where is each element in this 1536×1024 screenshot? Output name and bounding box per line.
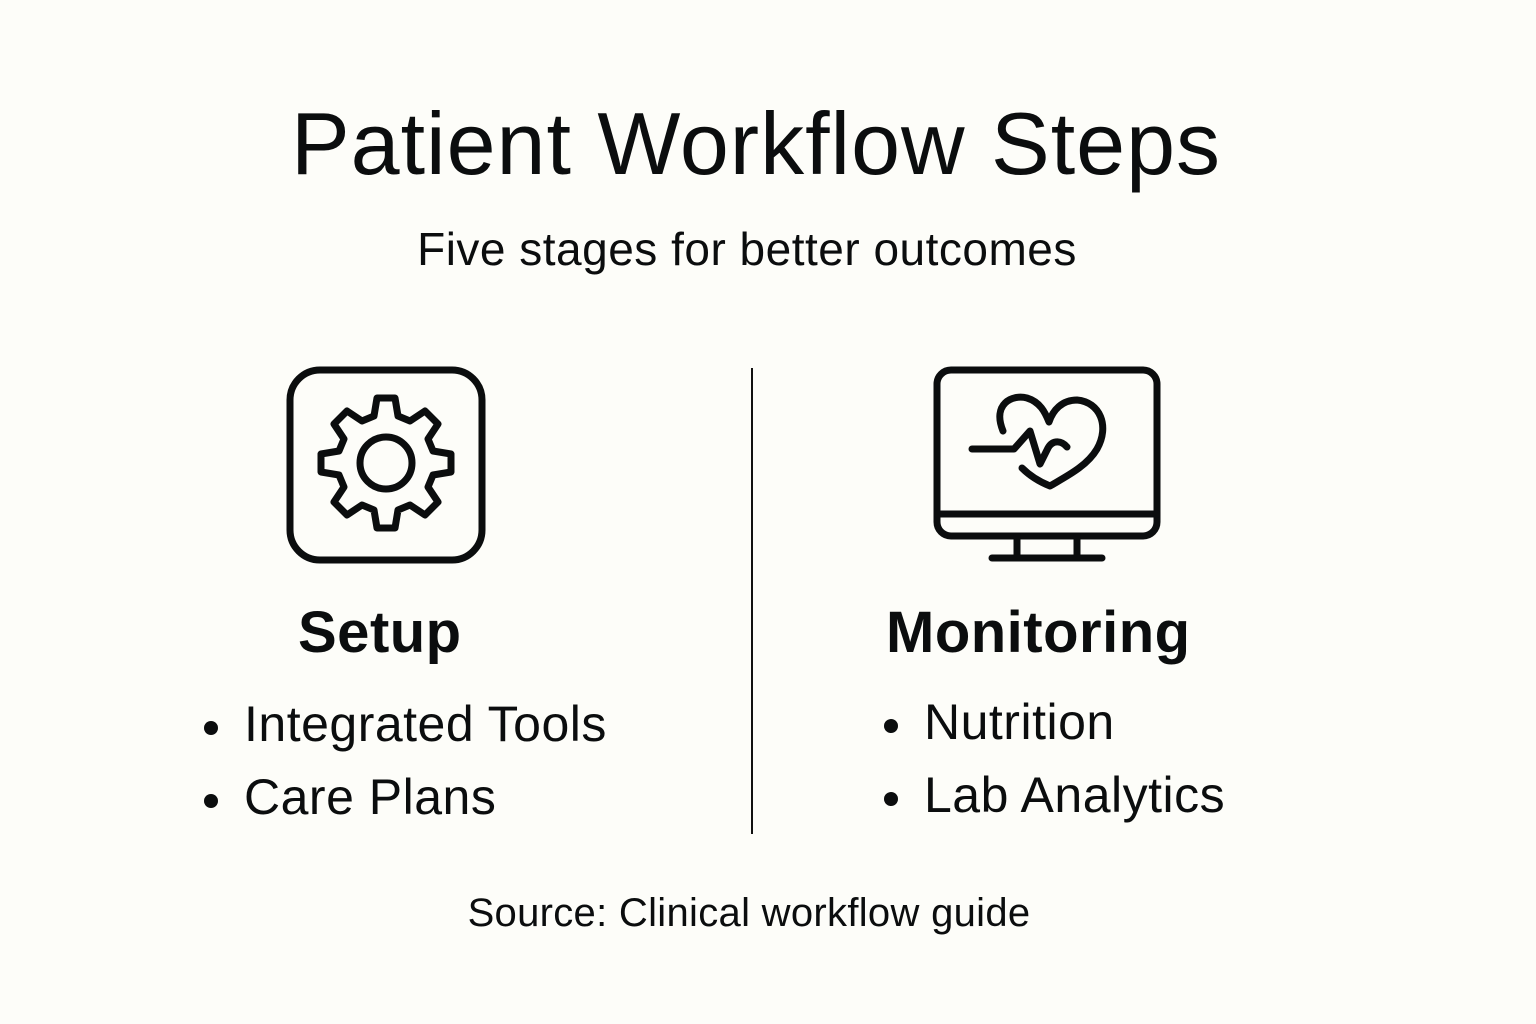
column-divider: [751, 368, 753, 834]
list-item-label: Care Plans: [244, 769, 497, 825]
stage-title-setup: Setup: [298, 600, 462, 665]
page-title: Patient Workflow Steps: [290, 94, 1222, 193]
bullet-icon: [204, 721, 218, 735]
monitor-heartbeat-icon: [932, 364, 1162, 564]
monitoring-bullet-list: Nutrition Lab Analytics: [878, 686, 1225, 832]
stage-title-monitoring: Monitoring: [886, 600, 1191, 665]
gear-icon: [286, 366, 486, 564]
list-item-label: Nutrition: [924, 694, 1115, 750]
page-subtitle: Five stages for better outcomes: [417, 223, 1077, 275]
source-caption: Source: Clinical workflow guide: [467, 891, 1031, 935]
bullet-icon: [204, 794, 218, 808]
list-item: Lab Analytics: [878, 759, 1225, 832]
list-item: Care Plans: [198, 761, 607, 834]
bullet-icon: [884, 792, 898, 806]
setup-bullet-list: Integrated Tools Care Plans: [198, 688, 607, 834]
list-item-label: Integrated Tools: [244, 696, 607, 752]
bullet-icon: [884, 719, 898, 733]
list-item: Integrated Tools: [198, 688, 607, 761]
list-item-label: Lab Analytics: [924, 767, 1226, 823]
list-item: Nutrition: [878, 686, 1225, 759]
